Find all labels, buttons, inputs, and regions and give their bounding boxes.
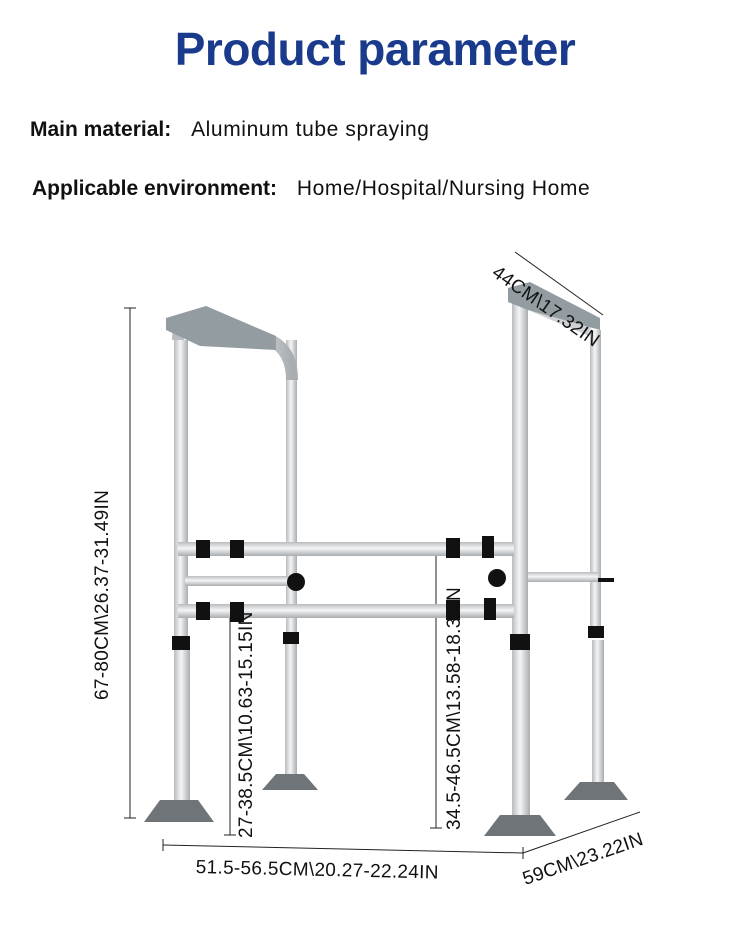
spec-value: Home/Hospital/Nursing Home [296, 177, 591, 200]
dimension-rail-height: 34.5-46.5CM\13.58-18.31IN [444, 586, 465, 830]
spec-main-material: Main material: Aluminum tube spraying [30, 118, 430, 142]
spec-label: Main material: [30, 118, 172, 141]
rail-frame [144, 282, 628, 836]
dimension-total-height: 67-80CM\26.37-31.49IN [92, 489, 113, 700]
dimension-lower-height: 27-38.5CM\10.63-15.15IN [236, 611, 257, 838]
spec-value: Aluminum tube spraying [191, 118, 430, 141]
dimension-lines [124, 251, 641, 859]
spec-applicable-environment: Applicable environment: Home/Hospital/Nu… [32, 177, 590, 201]
page-title: Product parameter [174, 23, 576, 75]
spec-label: Applicable environment: [32, 177, 278, 200]
